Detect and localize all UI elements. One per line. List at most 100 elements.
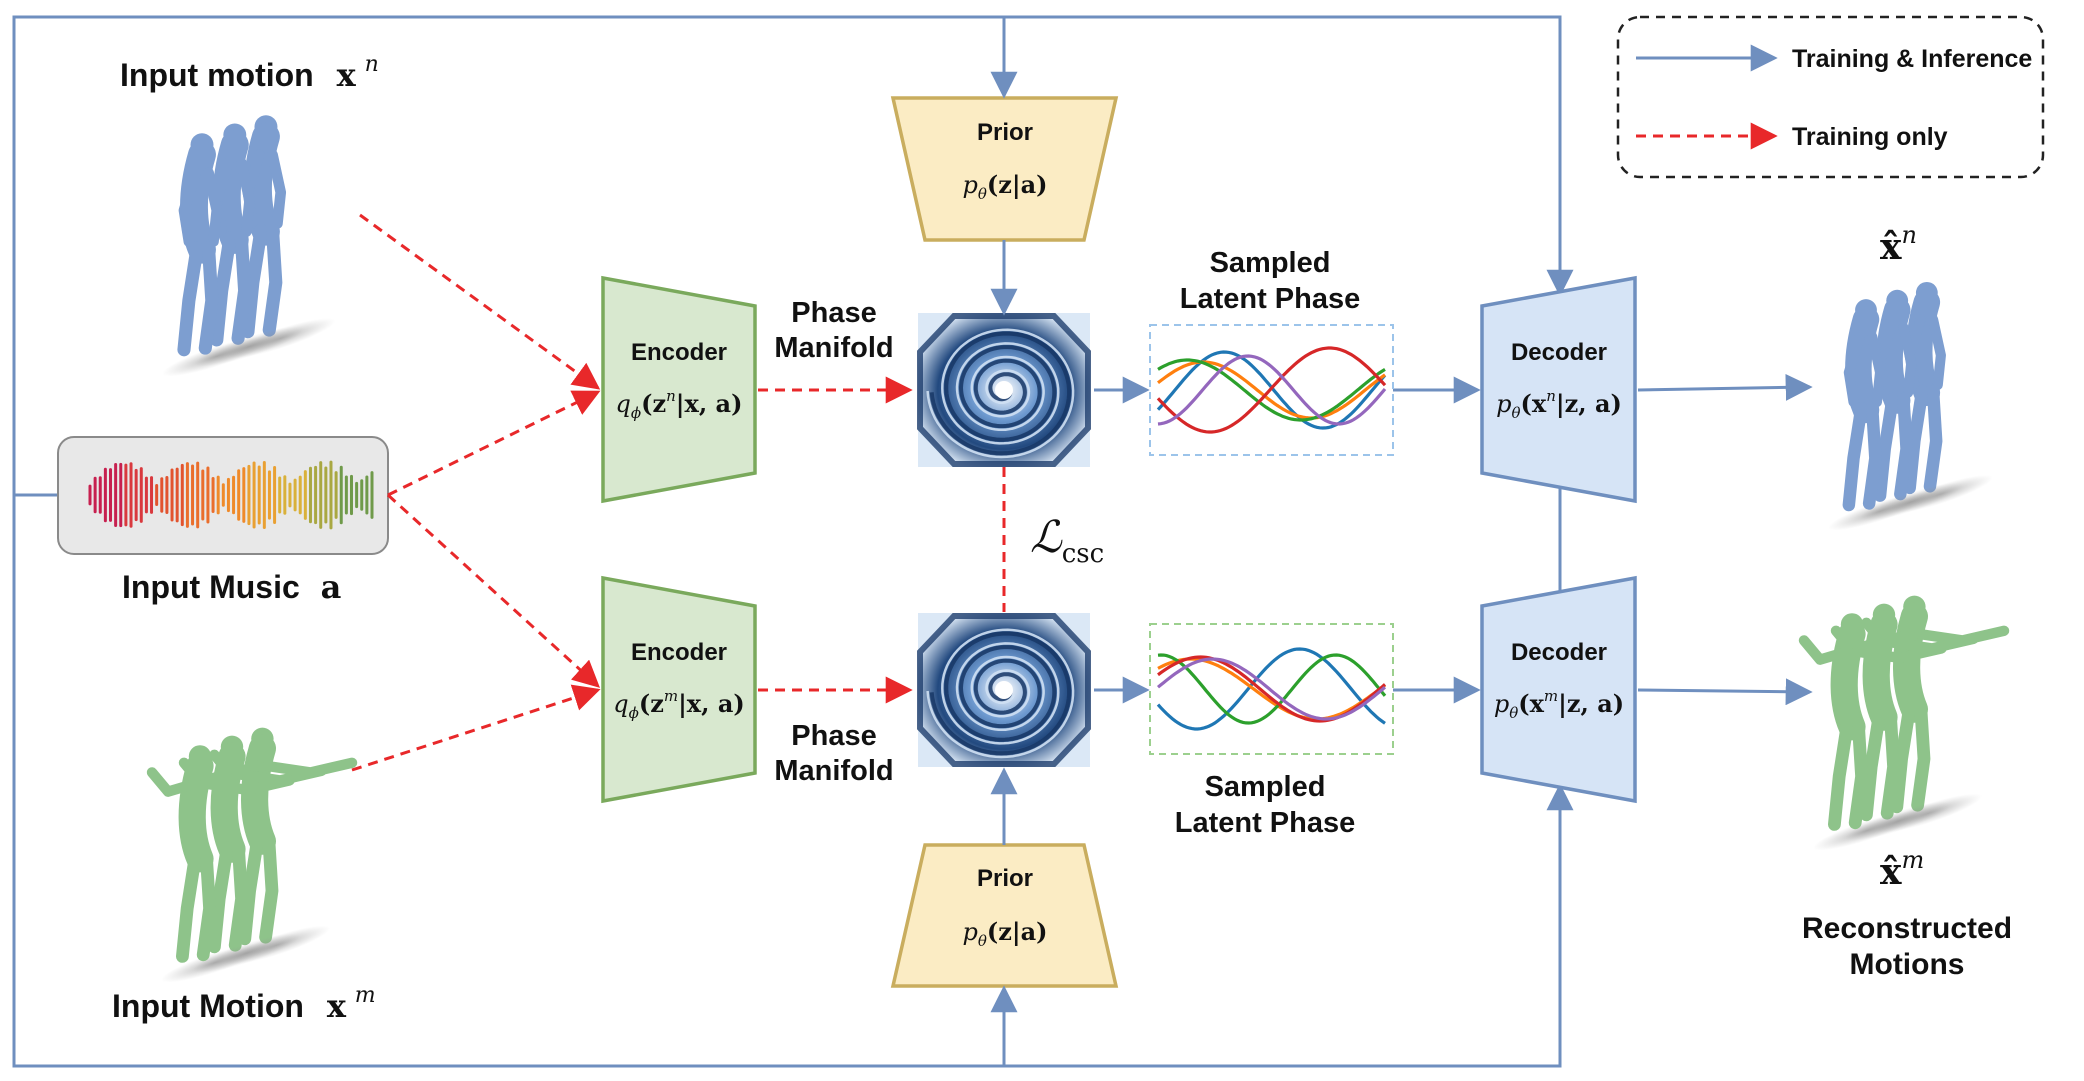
figure-arm	[236, 157, 255, 238]
arrow-motion-bottom-to-encoder	[351, 684, 601, 772]
figure-arm	[178, 167, 201, 247]
figure-arm	[1867, 331, 1886, 408]
figure-leg	[241, 223, 268, 339]
figure-arm	[146, 767, 201, 797]
figure-leg	[1894, 392, 1913, 501]
phase-sinusoid	[1157, 360, 1386, 420]
prior-bottom-title: Prior	[977, 865, 1033, 892]
manifold-spiral-light	[926, 328, 1075, 459]
figure-shadow	[1813, 811, 1920, 851]
figure-leg	[262, 223, 283, 337]
prior-top-title: Prior	[977, 119, 1033, 146]
figure-leg	[1828, 718, 1854, 831]
figure-leg	[198, 241, 219, 355]
figure-arm	[1798, 635, 1853, 665]
output-bottom-symbol: x̂m	[1880, 846, 1924, 893]
phase-sinusoid	[1157, 653, 1387, 725]
sampled-phase-bottom-waves	[1156, 647, 1387, 731]
reconstructed-caption-line1: Reconstructed	[1802, 912, 2012, 945]
figure-leg	[176, 850, 202, 963]
manifold-center	[995, 381, 1013, 399]
legend-dashed-label: Training only	[1792, 123, 1948, 151]
manifold-center	[995, 681, 1013, 699]
figure-leg	[1860, 709, 1886, 822]
music-waveform-bars	[88, 460, 374, 530]
manifold-spiral-dark	[929, 631, 1072, 756]
arrow-music-to-encoder-top	[387, 390, 601, 497]
figure-leg	[1911, 701, 1931, 812]
phase-sinusoid	[1156, 657, 1387, 721]
reconstructed-motion-blue-figures	[1828, 281, 1993, 531]
reconstructed-motion-green-figures	[1798, 595, 2010, 851]
figure-arm	[1851, 643, 1947, 664]
figure-leg	[238, 833, 264, 946]
sampled-phase-bottom-line1: Sampled	[1205, 771, 1326, 803]
phase-sinusoid	[1156, 647, 1386, 731]
sampled-phase-top-line2: Latent Phase	[1180, 283, 1361, 315]
figure-leg	[196, 850, 216, 962]
decoder-top-title: Decoder	[1511, 339, 1607, 366]
encoder-bottom: Encoder qϕ(zm|x, a)	[601, 575, 757, 804]
arrow-decoder-top-to-output	[1637, 373, 1813, 401]
legend-solid-label: Training & Inference	[1792, 45, 2032, 73]
phase-sinusoid	[1157, 358, 1386, 422]
phase-manifold-top-image	[917, 313, 1091, 467]
phase-sinusoid	[1157, 657, 1386, 721]
sampled-phase-top-line1: Sampled	[1210, 247, 1331, 279]
figure-leg	[1890, 701, 1916, 814]
figure-shadow	[161, 943, 268, 983]
legend-box	[1616, 15, 2045, 179]
legend: Training & Inference Training only	[1616, 15, 2045, 179]
decoder-top-formula: pθ(xn|z, a)	[1496, 387, 1622, 422]
input-music-waveform	[57, 436, 389, 555]
output-top-symbol: x̂n	[1880, 221, 1917, 268]
figure-arm	[267, 149, 287, 229]
sampled-phase-top-waves	[1156, 346, 1387, 434]
input-motion-top-label: Input motion x n	[120, 52, 379, 94]
figure-leg	[210, 231, 237, 347]
loss-csc-label: ℒcsc	[1030, 512, 1104, 569]
phase-manifold-bottom-line2: Manifold	[774, 755, 893, 787]
figure-shadow	[162, 336, 272, 377]
figure-arm	[199, 775, 295, 796]
figure-leg	[1923, 384, 1943, 493]
decoder-bottom-title: Decoder	[1511, 639, 1607, 666]
input-motion-blue-figures	[162, 115, 336, 377]
input-motion-green-figures	[146, 727, 358, 983]
phase-manifold-top-line1: Phase	[791, 297, 876, 329]
phase-manifold-top-line2: Manifold	[774, 332, 893, 364]
figure-leg	[177, 241, 204, 357]
figure-leg	[1862, 402, 1882, 510]
outer-frame-lines	[12, 15, 1562, 1068]
encoder-bottom-title: Encoder	[631, 639, 727, 666]
manifold-spiral-light	[926, 628, 1075, 759]
figure-leg	[1873, 392, 1899, 502]
encoder-top-formula: qϕ(zn|x, a)	[616, 387, 743, 422]
input-music-label: Input Music a	[122, 568, 341, 606]
input-motion-bottom-label: Input Motion x m	[112, 983, 376, 1025]
figure-leg	[1903, 384, 1929, 495]
manifold-spiral-dark	[929, 331, 1072, 456]
figure-leg	[259, 833, 279, 944]
figure-shadow	[1828, 492, 1933, 531]
figure-arm	[1843, 331, 1865, 408]
phase-sinusoid	[1156, 346, 1387, 434]
figure-leg	[231, 231, 252, 345]
phase-sinusoid	[1157, 354, 1387, 426]
figure-arm	[203, 167, 223, 247]
sampled-phase-bottom-line2: Latent Phase	[1175, 807, 1356, 839]
manifold-octagon	[917, 613, 1091, 767]
phase-manifold-bottom-line1: Phase	[791, 720, 876, 752]
decoder-top: Decoder pθ(xn|z, a)	[1480, 275, 1637, 504]
figure-leg	[208, 841, 234, 954]
prior-bottom-formula: pθ(z|a)	[962, 917, 1047, 950]
manifold-octagon	[917, 313, 1091, 467]
reconstructed-caption-line2: Motions	[1850, 948, 1965, 981]
decoder-bottom-formula: pθ(xm|z, a)	[1494, 687, 1624, 722]
arrow-motion-top-to-encoder	[359, 213, 601, 390]
prior-bottom: Prior pθ(z|a)	[890, 843, 1119, 988]
figure-leg	[1848, 718, 1868, 830]
figure-arm	[1898, 322, 1917, 398]
encoder-bottom-formula: qϕ(zm|x, a)	[613, 687, 744, 722]
